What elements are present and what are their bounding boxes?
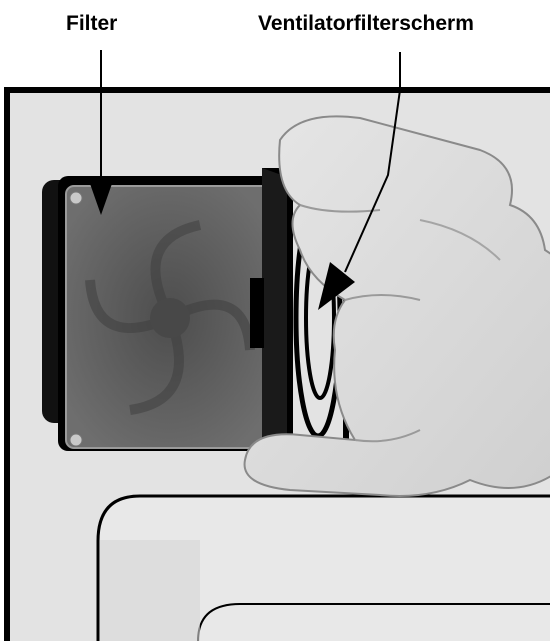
device-box (98, 496, 550, 641)
filter-pad (66, 186, 272, 448)
